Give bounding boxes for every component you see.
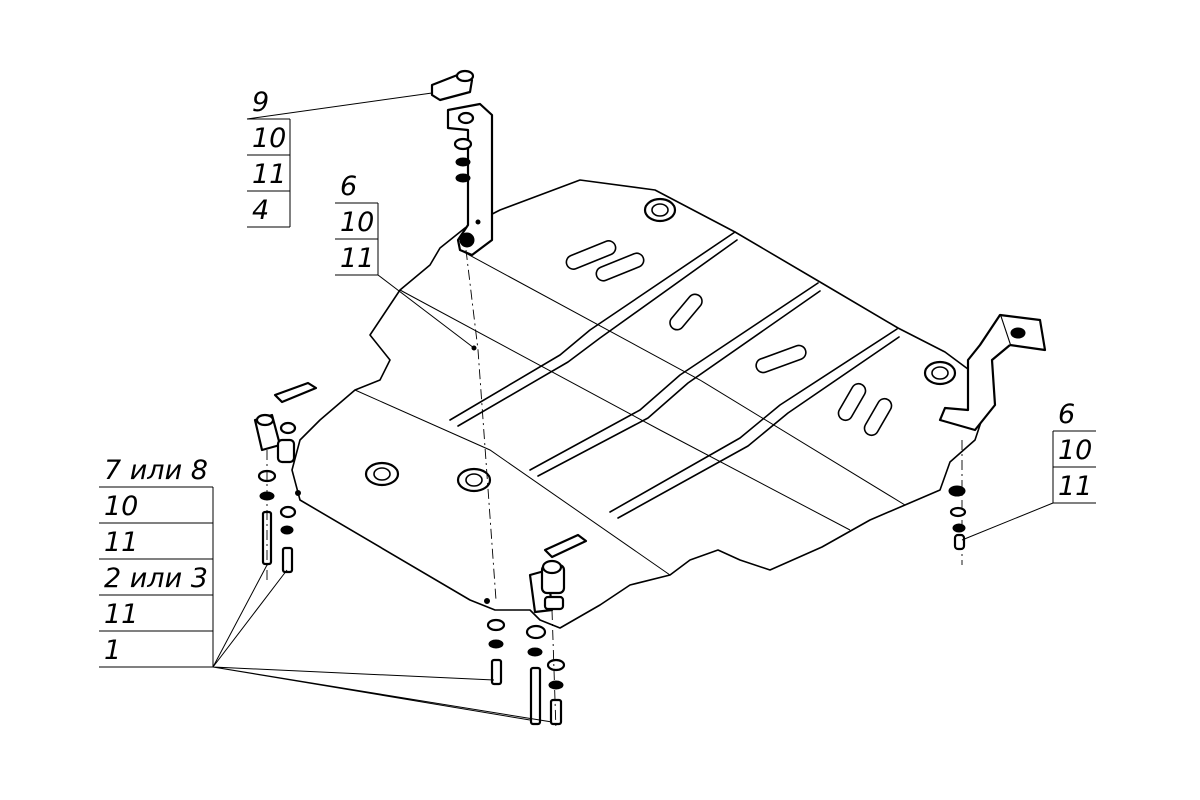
callout-bottom-left: 7 или 8 10 11 2 или 3 11 1 <box>99 455 553 723</box>
callout-label: 11 <box>252 159 286 190</box>
bottom-fasteners <box>486 533 588 731</box>
callout-label: 1 <box>104 635 121 666</box>
callout-label: 10 <box>104 491 138 522</box>
top-bracket <box>430 69 497 601</box>
callout-label: 10 <box>252 123 286 154</box>
callout-label: 6 <box>1058 399 1075 430</box>
callout-top-left: 9 10 11 4 <box>246 87 433 228</box>
callout-label: 4 <box>252 195 269 226</box>
callout-label: 11 <box>1058 471 1092 502</box>
right-bracket <box>938 313 1047 565</box>
callout-label: 11 <box>340 243 374 274</box>
left-fasteners <box>253 381 318 580</box>
callout-right: 6 10 11 <box>961 399 1096 541</box>
callout-label: 6 <box>340 171 357 202</box>
skid-plate <box>291 179 986 629</box>
callout-label: 9 <box>252 87 269 118</box>
callout-label: 2 или 3 <box>104 563 208 594</box>
callout-label: 10 <box>1058 435 1092 466</box>
callout-label: 11 <box>104 527 138 558</box>
callout-center: 6 10 11 <box>335 171 475 349</box>
callout-label: 11 <box>104 599 138 630</box>
callout-label: 10 <box>340 207 374 238</box>
callout-label: 7 или 8 <box>104 455 208 486</box>
